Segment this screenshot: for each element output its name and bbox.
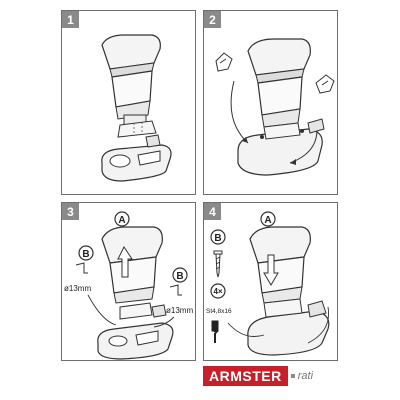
- drill-bracket-icon: [169, 284, 182, 296]
- quantity-circle: [210, 283, 226, 299]
- hole-size-label-right: ø13mm: [166, 306, 193, 315]
- step-number-badge: 4: [204, 203, 221, 220]
- step-2-panel: 2: [203, 10, 338, 195]
- hand-right-icon: [315, 74, 335, 94]
- step-number-badge: 2: [204, 11, 221, 28]
- callout-b-circle-right: [172, 267, 188, 283]
- screw-icon: [213, 250, 223, 278]
- step-1-illustration: [101, 34, 172, 182]
- callout-b-circle-left: [78, 245, 94, 261]
- hole-size-label-left: ø13mm: [64, 284, 91, 293]
- callout-a-circle: [260, 211, 276, 227]
- step-2-illustration: [215, 38, 335, 176]
- drill-bracket-icon: [75, 262, 88, 274]
- hand-left-icon: [215, 52, 233, 72]
- screw-spec-label: St4,8x16: [206, 308, 232, 315]
- callout-a-circle: [114, 211, 130, 227]
- step-3-illustration: A B ø13mm B ø13mm: [64, 211, 193, 360]
- callout-a-label: A: [264, 215, 271, 226]
- step-number-badge: 3: [62, 203, 79, 220]
- callout-b-label-right: B: [176, 271, 183, 282]
- brand-name: ARMSTER: [203, 366, 288, 386]
- callout-b-label-left: B: [82, 249, 89, 260]
- brand-sub: rati: [297, 370, 314, 382]
- step-number-badge: 1: [62, 11, 79, 28]
- callout-a-label: A: [118, 215, 125, 226]
- callout-b-label: B: [214, 233, 221, 244]
- step-4-illustration: A B 4× St4,8x16: [206, 211, 330, 356]
- brand-separator: [290, 374, 295, 378]
- lower-arrow-icon: [263, 254, 279, 286]
- screw-count-label: 4×: [213, 287, 222, 296]
- step-1-panel: 1: [61, 10, 196, 195]
- step-3-panel: 3 A B ø13mm B ø13mm: [61, 202, 196, 361]
- step-4-panel: 4 A B 4× St4,8x16: [203, 202, 338, 361]
- lift-arrow-icon: [117, 246, 133, 278]
- callout-b-circle: [210, 229, 226, 245]
- screwdriver-icon: [211, 320, 219, 343]
- brand-logo: ARMSTER rati: [203, 366, 313, 386]
